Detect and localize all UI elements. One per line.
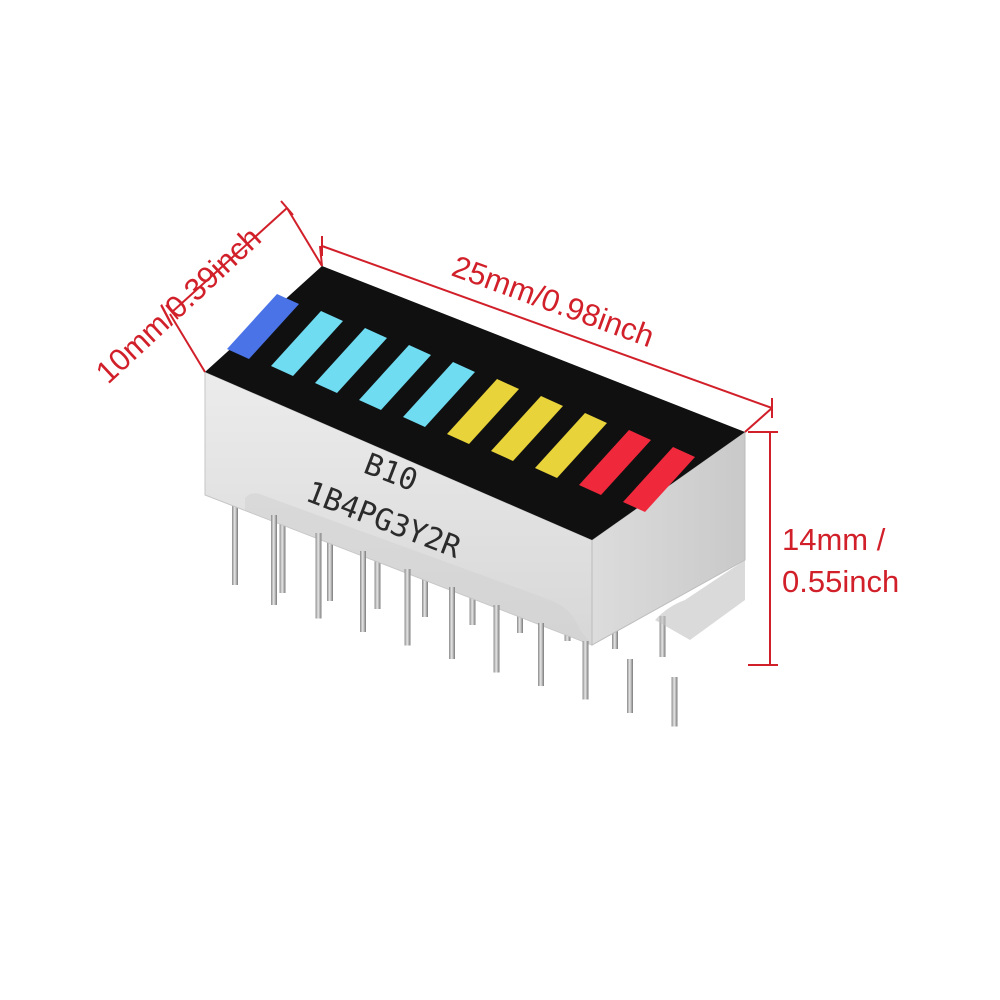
- width-end-tick-a: [280, 200, 294, 216]
- back-pin: [659, 616, 666, 657]
- led-segment-cyan: [315, 328, 387, 393]
- led-segment-yellow: [491, 396, 563, 461]
- led-segment-red: [623, 447, 695, 512]
- width-extension-line-a: [286, 207, 323, 267]
- front-pins: [271, 515, 678, 727]
- width-end-tick-b: [165, 304, 179, 320]
- back-pin: [422, 546, 428, 617]
- back-pin: [279, 504, 286, 593]
- length-dimension-line: [321, 245, 773, 409]
- front-pin: [671, 677, 678, 727]
- length-extension-line-b: [744, 407, 773, 433]
- module-side-notch: [655, 560, 745, 640]
- front-pin: [360, 551, 366, 632]
- module-front-notch: [245, 493, 592, 645]
- led-segment-cyan: [271, 311, 343, 376]
- led-segment-blue: [227, 294, 299, 359]
- back-pin: [327, 518, 333, 601]
- front-pin: [315, 533, 322, 619]
- led-segment-cyan: [403, 362, 475, 427]
- front-pin: [582, 641, 589, 700]
- led-module-body: B10 1B4PG3Y2R: [204, 266, 746, 646]
- front-pin: [449, 587, 455, 659]
- front-pin: [493, 605, 500, 673]
- height-dimension-label-line-2: 0.55inch: [782, 564, 899, 599]
- front-pin: [271, 515, 277, 605]
- led-segment-yellow: [447, 379, 519, 444]
- led-segment-red: [579, 430, 651, 495]
- front-pin: [538, 623, 544, 686]
- dimension-height: 14mm / 0.55inch: [748, 431, 899, 666]
- front-pin: [627, 659, 633, 713]
- back-pin: [232, 490, 238, 585]
- led-segment-cyan: [359, 345, 431, 410]
- width-dimension-line: [171, 207, 288, 313]
- width-extension-line-b: [169, 313, 206, 373]
- led-segment-yellow: [535, 413, 607, 478]
- front-pin: [404, 569, 411, 646]
- led-segments: [227, 294, 695, 512]
- height-dimension-label-line-1: 14mm /: [782, 522, 886, 557]
- back-pin: [374, 532, 381, 609]
